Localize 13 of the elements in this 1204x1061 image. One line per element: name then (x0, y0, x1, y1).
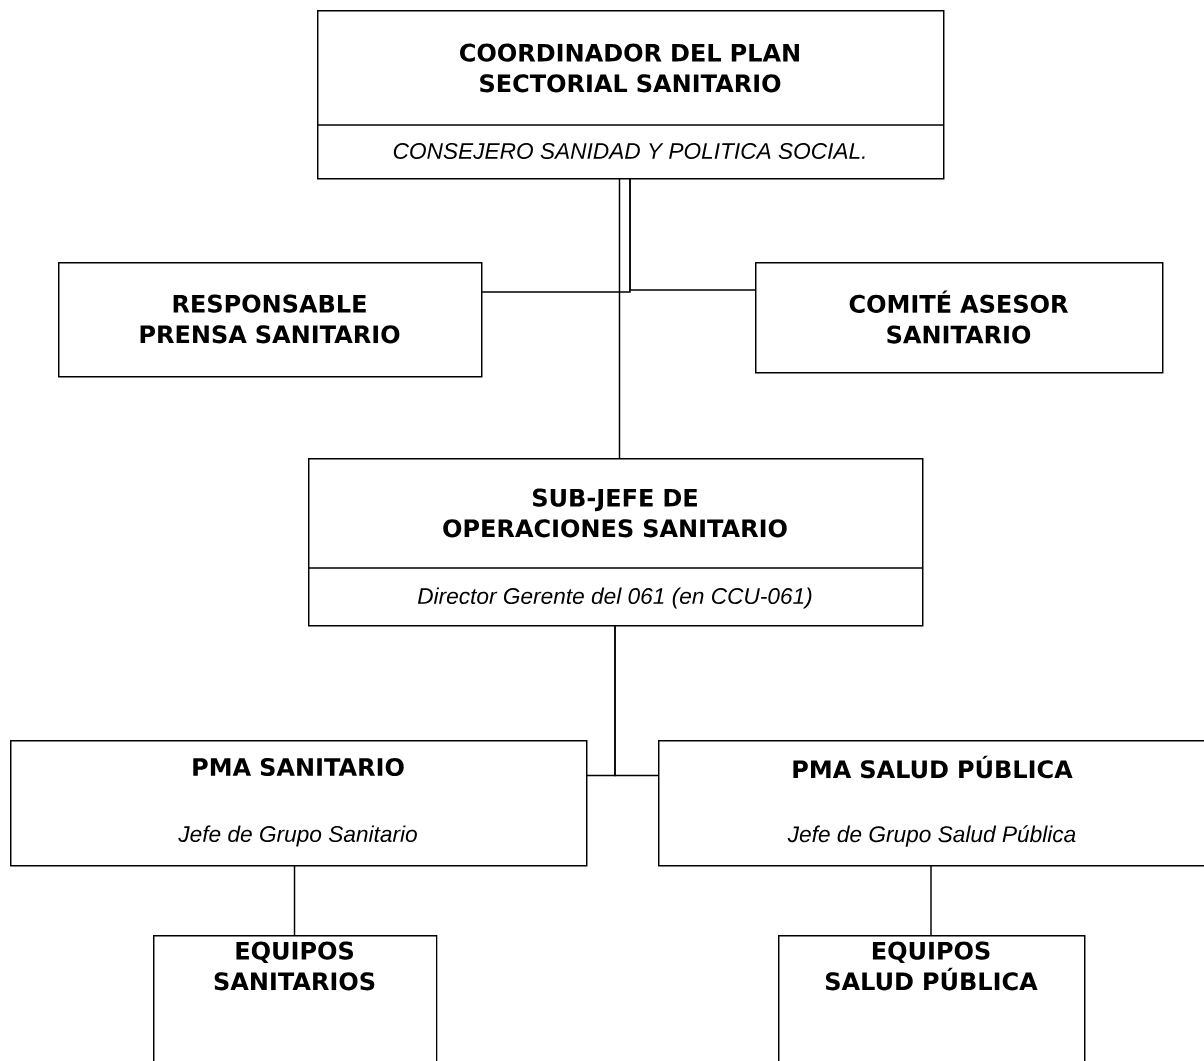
connector-line (629, 177, 756, 291)
org-box: COMITÉ ASESOR SANITARIO (755, 262, 1164, 374)
connector-line (614, 624, 659, 777)
org-box: PMA SALUD PÚBLICA Jefe de Grupo Salud Pública (658, 740, 1204, 867)
connector-line (293, 864, 296, 936)
org-box: COORDINADOR DEL PLAN SECTORIAL SANITARIO CONSEJERO SANIDAD Y POLITICA SOCIAL. (316, 10, 945, 180)
connector-line (618, 177, 621, 459)
org-box: RESPONSABLE PRENSA SANITARIO (58, 262, 483, 378)
connector-line (930, 864, 932, 936)
org-box: EQUIPOS SALUD PÚBLICA (778, 935, 1086, 1061)
org-box: SUB-JEFE DE OPERACIONES SANITARIO Director Gerente del 061 (en CCU-061) (307, 458, 924, 627)
org-box: EQUIPOS SANITARIOS (153, 935, 438, 1061)
org-box: PMA SANITARIO Jefe de Grupo Sanitario (10, 740, 588, 867)
